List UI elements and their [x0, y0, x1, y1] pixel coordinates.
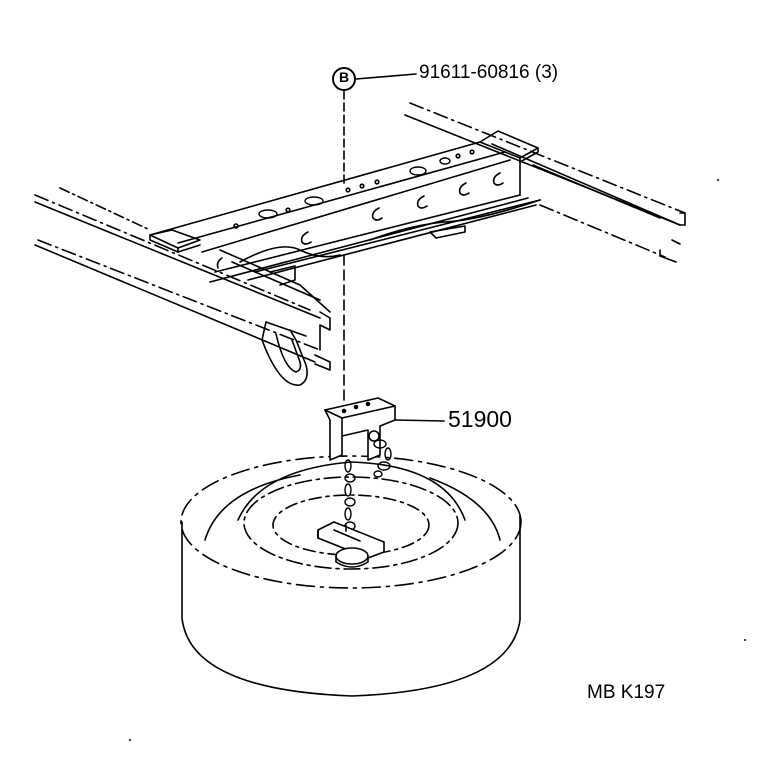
diagram-code-label: MB K197 — [587, 682, 666, 703]
retainer-plate — [318, 522, 384, 567]
hanger-bracket — [325, 398, 444, 460]
bracket-part-number-label: 51900 — [448, 406, 512, 432]
ref-letter-label: B — [338, 69, 350, 85]
bolt-part-number-label: 91611-60816 (3) — [419, 62, 559, 83]
spare-tire — [181, 456, 521, 696]
right-frame-rail — [405, 103, 685, 262]
bolt-callout-leader — [333, 68, 416, 185]
ref-letter-circle — [333, 68, 355, 90]
tow-hook — [262, 322, 307, 385]
left-frame-rail — [35, 188, 330, 385]
cross-member — [150, 131, 540, 285]
